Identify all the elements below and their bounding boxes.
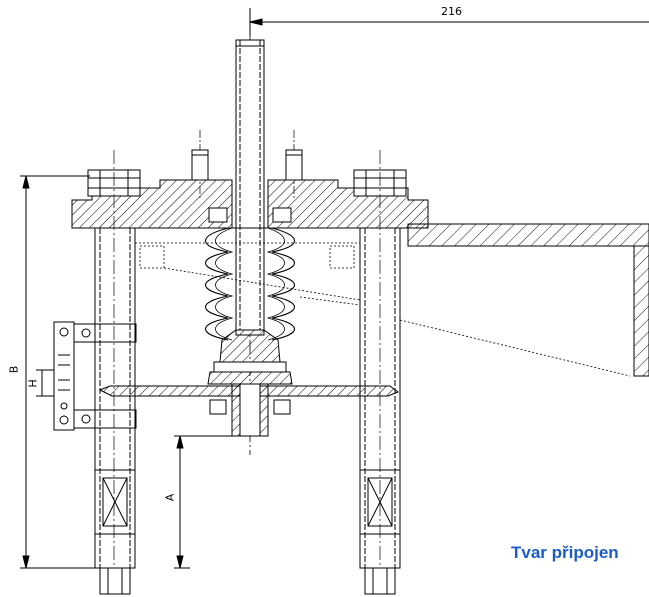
side-bracket bbox=[407, 223, 649, 377]
dimension-a-label: A bbox=[163, 493, 177, 502]
bellows-spring-right-icon bbox=[266, 227, 295, 341]
dimension-a bbox=[174, 435, 236, 569]
valve-plug bbox=[207, 329, 293, 385]
dimension-h-label: H bbox=[26, 379, 40, 388]
dimension-b bbox=[20, 175, 100, 569]
dimension-h bbox=[36, 369, 54, 397]
position-indicator bbox=[53, 321, 137, 431]
dimension-b-label: B bbox=[7, 365, 21, 374]
hidden-outline bbox=[135, 242, 631, 377]
column-left bbox=[94, 150, 136, 595]
bellows-spring-left-icon bbox=[205, 227, 234, 341]
caption-heading: Tvar připojen bbox=[511, 543, 619, 562]
lower-stem bbox=[209, 383, 291, 437]
spindle-rod bbox=[235, 39, 265, 336]
column-right bbox=[359, 150, 401, 595]
dimension-216-label: 216 bbox=[441, 5, 462, 18]
